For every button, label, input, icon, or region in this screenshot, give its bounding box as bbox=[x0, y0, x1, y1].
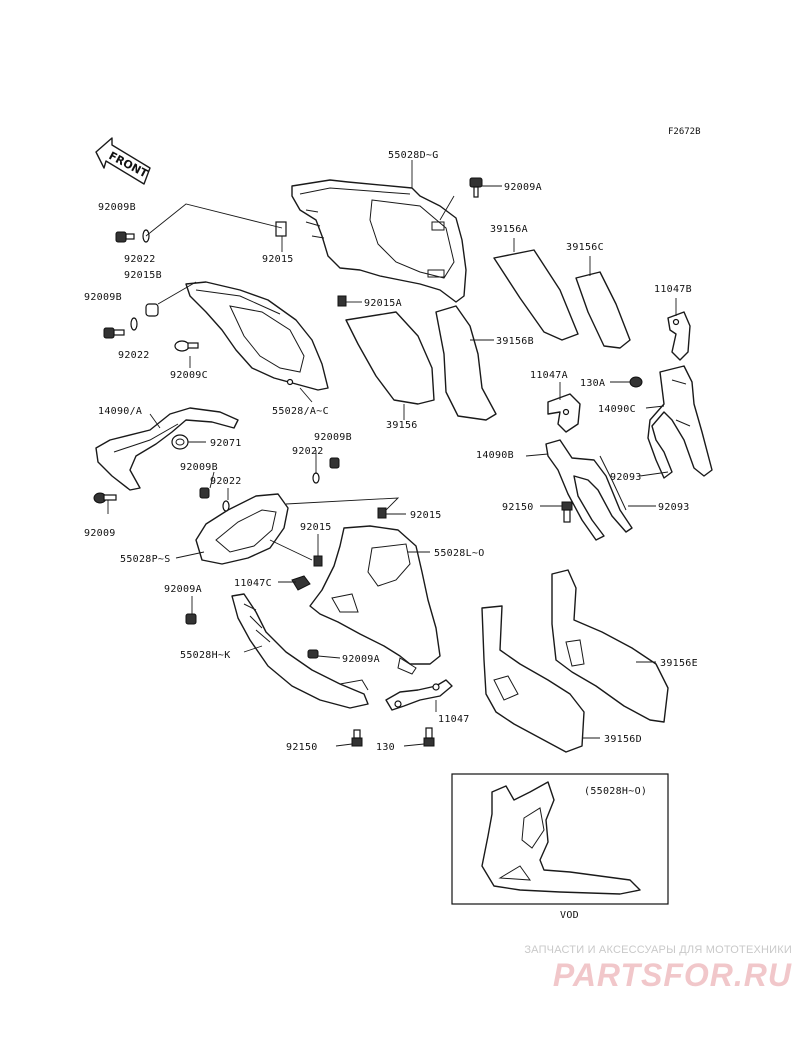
label-92093-b: 92093 bbox=[658, 502, 690, 513]
label-92009A-bottom: 92009A bbox=[342, 654, 380, 665]
label-11047C: 11047C bbox=[234, 578, 272, 589]
lower-fairing-55028L-O bbox=[309, 525, 441, 675]
front-arrow-icon: FRONT bbox=[95, 137, 151, 185]
label-55028H-K: 55028H~K bbox=[180, 650, 231, 661]
inset-caption: VOD bbox=[560, 910, 579, 921]
leader-lines bbox=[107, 160, 677, 747]
label-92150-bottom: 92150 bbox=[286, 742, 318, 753]
panel-39156 bbox=[345, 311, 435, 405]
part-labels: 55028D~G 92009A 92009B 92022 92015 92015… bbox=[84, 150, 698, 753]
label-11047A: 11047A bbox=[530, 370, 568, 381]
bracket-11047A bbox=[547, 393, 581, 433]
bracket-11047 bbox=[385, 679, 453, 711]
label-39156C: 39156C bbox=[566, 242, 604, 253]
duct-panel-55028P-S bbox=[195, 493, 289, 565]
label-39156E: 39156E bbox=[660, 658, 698, 669]
watermark-logo: PARTSFOR.RU bbox=[552, 957, 792, 993]
label-92093-a: 92093 bbox=[610, 472, 642, 483]
label-11047B: 11047B bbox=[654, 284, 692, 295]
label-92022-d: 92022 bbox=[210, 476, 242, 487]
label-92150-right: 92150 bbox=[502, 502, 534, 513]
figure-code: F2672B bbox=[668, 127, 701, 137]
label-55028P-S: 55028P~S bbox=[120, 554, 171, 565]
label-92015B: 92015B bbox=[124, 270, 162, 281]
label-92009A-left: 92009A bbox=[164, 584, 202, 595]
label-11047: 11047 bbox=[438, 714, 470, 725]
watermark-tagline: ЗАПЧАСТИ И АКСЕССУАРЫ ДЛЯ МОТОТЕХНИКИ bbox=[524, 944, 792, 956]
panel-39156A bbox=[493, 249, 579, 341]
label-92022-a: 92022 bbox=[124, 254, 156, 265]
label-14090-A: 14090/A bbox=[98, 406, 142, 417]
label-92009A-top: 92009A bbox=[504, 182, 542, 193]
lower-fairing-55028H-K bbox=[231, 593, 369, 709]
label-39156A: 39156A bbox=[490, 224, 528, 235]
bracket-14090C bbox=[647, 365, 713, 479]
label-39156D: 39156D bbox=[604, 734, 642, 745]
label-55028L-O: 55028L~O bbox=[434, 548, 485, 559]
label-92009B-left: 92009B bbox=[84, 292, 122, 303]
panel-39156C bbox=[575, 271, 631, 349]
label-92015A: 92015A bbox=[364, 298, 402, 309]
panel-39156B bbox=[435, 305, 497, 421]
label-92015-right: 92015 bbox=[410, 510, 442, 521]
label-92022-c: 92022 bbox=[292, 446, 324, 457]
watermark: ЗАПЧАСТИ И АКСЕССУАРЫ ДЛЯ МОТОТЕХНИКИ PA… bbox=[480, 944, 792, 992]
label-130: 130 bbox=[376, 742, 395, 753]
bracket-14090B bbox=[545, 439, 633, 541]
label-92022-b: 92022 bbox=[118, 350, 150, 361]
label-92009B-mid: 92009B bbox=[314, 432, 352, 443]
label-92009B-top: 92009B bbox=[98, 202, 136, 213]
inset-label: (55028H~O) bbox=[584, 786, 647, 797]
label-39156: 39156 bbox=[386, 420, 418, 431]
label-55028D-G: 55028D~G bbox=[388, 150, 439, 161]
inset-detail-box: (55028H~O) VOD bbox=[451, 773, 669, 921]
label-92009B-mid2: 92009B bbox=[180, 462, 218, 473]
lower-trim-14090A bbox=[95, 407, 239, 491]
hardware-parts bbox=[93, 177, 643, 747]
bracket-11047B bbox=[667, 311, 691, 361]
label-14090B: 14090B bbox=[476, 450, 514, 461]
upper-fairing-panel bbox=[291, 179, 467, 303]
label-92015-top: 92015 bbox=[262, 254, 294, 265]
panel-39156D bbox=[481, 605, 585, 753]
label-92015-mid: 92015 bbox=[300, 522, 332, 533]
label-92071: 92071 bbox=[210, 438, 242, 449]
panel-39156E bbox=[551, 569, 669, 723]
side-fairing-panel bbox=[185, 281, 329, 391]
label-14090C: 14090C bbox=[598, 404, 636, 415]
label-92009: 92009 bbox=[84, 528, 116, 539]
label-39156B: 39156B bbox=[496, 336, 534, 347]
label-130A: 130A bbox=[580, 378, 605, 389]
label-55028A-C: 55028/A~C bbox=[272, 406, 329, 417]
label-92009C: 92009C bbox=[170, 370, 208, 381]
